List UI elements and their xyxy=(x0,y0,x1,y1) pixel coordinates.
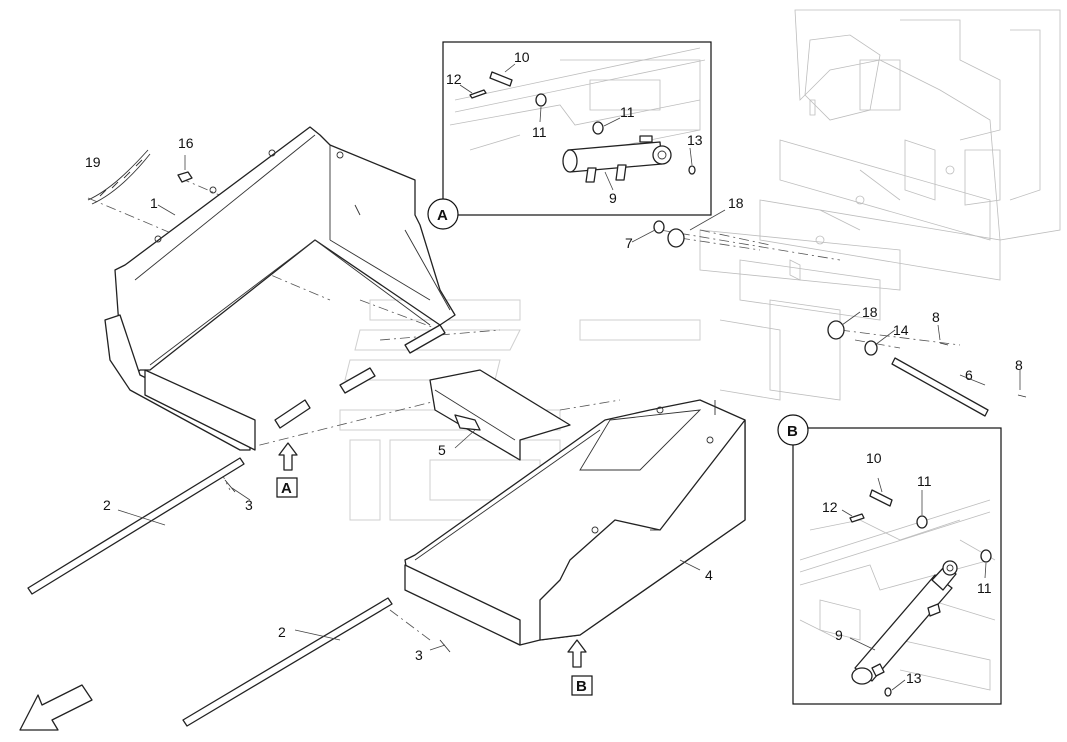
detail-b-callout-10: 10 xyxy=(866,450,882,466)
callout-1: 1 xyxy=(150,195,158,211)
machine-frame-ghost xyxy=(699,9,1061,401)
callout-8-upper: 8 xyxy=(932,309,940,325)
callout-16: 16 xyxy=(178,135,194,151)
pins-small xyxy=(224,324,1027,653)
callout-8-lower: 8 xyxy=(1015,357,1023,373)
callout-19: 19 xyxy=(85,154,101,170)
part-16-clip xyxy=(177,171,193,183)
callout-2-upper: 2 xyxy=(103,497,111,513)
direction-arrow-icon xyxy=(19,684,93,731)
detail-b-badge: B xyxy=(777,414,809,446)
view-marker-b: B xyxy=(571,675,593,696)
callout-14: 14 xyxy=(893,322,909,338)
callout-2-lower: 2 xyxy=(278,624,286,640)
callout-3-lower: 3 xyxy=(415,647,423,663)
callout-18-upper: 18 xyxy=(728,195,744,211)
detail-a-callout-11-left: 11 xyxy=(532,124,547,140)
view-arrow-icon xyxy=(278,442,587,668)
detail-b-callout-13: 13 xyxy=(906,670,922,686)
callout-7: 7 xyxy=(625,235,633,251)
part-5-center-plate xyxy=(429,369,571,461)
part-19-chain xyxy=(87,149,151,205)
view-marker-a: A xyxy=(276,477,298,498)
detail-a-callout-9: 9 xyxy=(609,190,617,206)
callout-5: 5 xyxy=(438,442,446,458)
callout-6: 6 xyxy=(965,367,973,383)
leader-lines xyxy=(117,155,1021,651)
main-callouts: 19 16 1 2 3 2 3 5 4 7 18 18 14 8 8 6 xyxy=(85,135,1023,663)
view-marker-a-label: A xyxy=(281,480,292,497)
callout-4: 4 xyxy=(705,567,713,583)
detail-a-box: 10 12 11 11 13 9 xyxy=(442,41,712,216)
bushings xyxy=(653,220,878,356)
detail-b-callout-9: 9 xyxy=(835,627,843,643)
detail-a-badge: A xyxy=(427,198,459,230)
detail-b-callout-11-upper: 11 xyxy=(917,473,932,489)
detail-a-callout-12: 12 xyxy=(446,71,462,87)
detail-a-callout-10: 10 xyxy=(514,49,530,65)
detail-a-callout-11-right: 11 xyxy=(620,104,635,120)
view-marker-b-label: B xyxy=(576,678,587,695)
detail-a-callout-13: 13 xyxy=(687,132,703,148)
part-6-rod xyxy=(891,357,989,417)
detail-b-callout-11-lower: 11 xyxy=(977,580,992,596)
detail-b-badge-label: B xyxy=(787,423,798,440)
detail-a-badge-label: A xyxy=(437,207,448,224)
detail-b-callout-12: 12 xyxy=(822,499,838,515)
detail-b-box: 10 12 11 11 9 13 xyxy=(792,427,1002,705)
callout-3-left: 3 xyxy=(245,497,253,513)
part-4-right-hopper xyxy=(404,399,746,646)
part-1-left-hopper xyxy=(104,126,456,451)
callout-18-lower: 18 xyxy=(862,304,878,320)
part-2-rods xyxy=(27,457,393,727)
